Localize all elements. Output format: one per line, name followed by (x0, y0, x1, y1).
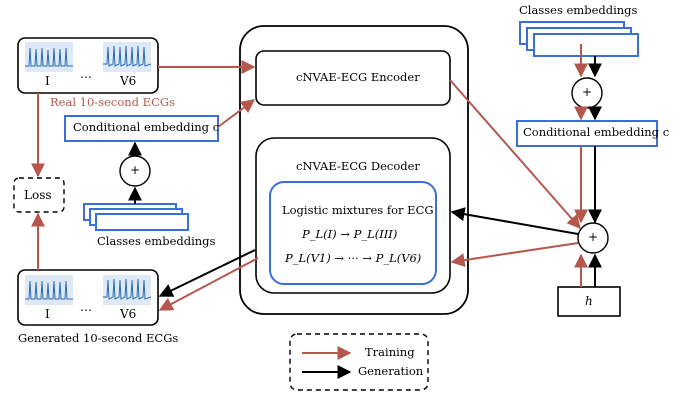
left-classes-embeddings-label: Classes embeddings (97, 234, 216, 248)
latent-h-label: h (585, 294, 593, 308)
generated-ecg-box (17, 269, 159, 326)
real-ecg-lead-V6: V6 (120, 74, 137, 88)
generated-ecg-ellipsis: … (80, 300, 92, 314)
right-bottom-plus-symbol: + (588, 230, 599, 244)
generation-arrows (128, 56, 602, 297)
legend-generation-label: Generation (358, 364, 424, 378)
mixture-line-2: P_L(V1) → ··· → P_L(V6) (285, 251, 422, 265)
generated-ecg-caption: Generated 10-second ECGs (18, 331, 179, 345)
decoder-label: cNVAE-ECG Decoder (296, 159, 420, 173)
left-classes-embeddings-stack (83, 203, 189, 231)
generated-ecg-lead-V6: V6 (120, 307, 137, 321)
loss-box (13, 177, 65, 213)
real-ecg-box (17, 37, 159, 94)
real-ecg-ellipsis: … (80, 67, 92, 81)
loss-label: Loss (24, 188, 52, 202)
encoder-label: cNVAE-ECG Encoder (296, 70, 420, 84)
generated-ecg-lead-I: I (45, 307, 50, 321)
real-ecg-caption: Real 10-second ECGs (50, 95, 175, 109)
encoder-box (255, 50, 451, 106)
left-conditional-embedding-label: Conditional embedding c (73, 120, 220, 134)
right-conditional-embedding-label: Conditional embedding c (523, 125, 670, 139)
logistic-mixture-box (269, 181, 437, 285)
right-conditional-embedding-box (516, 120, 658, 147)
right-classes-embeddings-stack (519, 21, 639, 57)
legend-training-label: Training (365, 345, 415, 359)
real-ecg-lead-I: I (45, 74, 50, 88)
legend-box (289, 333, 429, 391)
mixture-title: Logistic mixtures for ECG (282, 203, 434, 217)
left-conditional-embedding-box (64, 115, 219, 142)
training-arrows (31, 44, 588, 311)
right-top-plus-symbol: + (582, 85, 593, 99)
mixture-line-1: P_L(I) → P_L(III) (302, 227, 398, 241)
left-plus-symbol: + (130, 163, 141, 177)
latent-h-box (557, 286, 621, 317)
right-classes-embeddings-label: Classes embeddings (519, 3, 638, 17)
